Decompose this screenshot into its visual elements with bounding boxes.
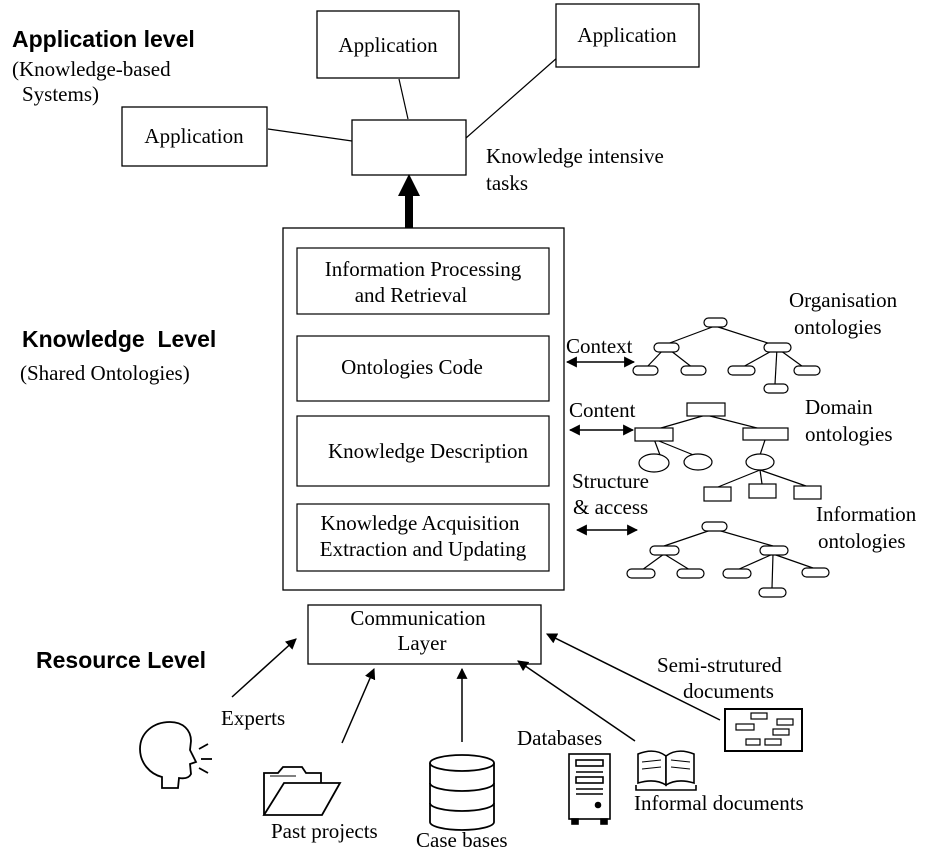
experts-label: Experts: [221, 706, 285, 730]
communication-layer-label-1: Communication: [350, 606, 486, 630]
module-acquisition-label-2: Extraction and Updating: [320, 537, 527, 561]
semi-structured-label-1: Semi-strutured: [657, 653, 782, 677]
module-acquisition-label-1: Knowledge Acquisition: [321, 511, 520, 535]
information-ontologies-label-1: Information: [816, 502, 917, 526]
semi-structured-label-2: documents: [683, 679, 774, 703]
tasks-label-2: tasks: [486, 171, 528, 195]
resource-level-title: Resource Level: [36, 647, 206, 673]
link-structure-label-1: Structure: [572, 469, 649, 493]
database-cylinder-icon: [429, 754, 495, 831]
application-level-subtitle-1: (Knowledge-based: [12, 57, 171, 81]
communication-layer-box: [307, 604, 542, 665]
information-ontologies-label-2: ontologies: [818, 529, 906, 553]
module-ontologies-code-label: Ontologies Code: [341, 355, 483, 379]
link-content-label: Content: [569, 398, 636, 422]
informal-documents-label: Informal documents: [634, 791, 804, 815]
module-acquisition-box: [296, 503, 550, 572]
module-ontologies-code-box: [296, 335, 550, 402]
task-hub-box: [351, 119, 467, 176]
organisation-ontologies-label-1: Organisation: [789, 288, 898, 312]
knowledge-level-title: Knowledge Level: [22, 326, 216, 352]
link-context-label: Context: [566, 334, 633, 358]
application-box-left: [121, 106, 268, 167]
information-ontology-tree: [626, 521, 830, 598]
structured-document-icon: [724, 708, 803, 752]
server-tower-icon: [568, 753, 611, 825]
module-description-label: Knowledge Description: [328, 439, 529, 463]
application-label-top: Application: [338, 33, 438, 57]
link-structure-label-2: & access: [573, 495, 648, 519]
knowledge-level-subtitle: (Shared Ontologies): [20, 361, 190, 385]
module-description-box: [296, 415, 550, 487]
up-arrow: [398, 174, 420, 228]
domain-ontologies-label-2: ontologies: [805, 422, 893, 446]
application-level-title: Application level: [12, 26, 195, 52]
application-label-right: Application: [577, 23, 677, 47]
domain-ontologies-label-1: Domain: [805, 395, 873, 419]
open-folder-icon: [262, 766, 342, 816]
module-processing-label-1: Information Processing: [325, 257, 522, 281]
speaking-head-icon: [139, 721, 212, 789]
organisation-ontology-tree: [632, 317, 821, 394]
application-level-subtitle-2: Systems): [22, 82, 99, 106]
tasks-label-1: Knowledge intensive: [486, 144, 664, 168]
application-connectors: [267, 56, 559, 142]
application-label-left: Application: [144, 124, 244, 148]
module-processing-label-2: and Retrieval: [355, 283, 468, 307]
case-bases-label: Case bases: [416, 828, 508, 851]
application-box-top: [316, 10, 460, 79]
communication-layer-label-2: Layer: [398, 631, 447, 655]
resource-arrows: [231, 633, 721, 744]
organisation-ontologies-label-2: ontologies: [794, 315, 882, 339]
open-book-icon: [635, 750, 697, 791]
module-processing-box: [296, 247, 550, 315]
databases-label: Databases: [517, 726, 602, 750]
application-box-right: [555, 3, 700, 68]
past-projects-label: Past projects: [271, 819, 378, 843]
domain-ontology-tree: [634, 402, 822, 502]
